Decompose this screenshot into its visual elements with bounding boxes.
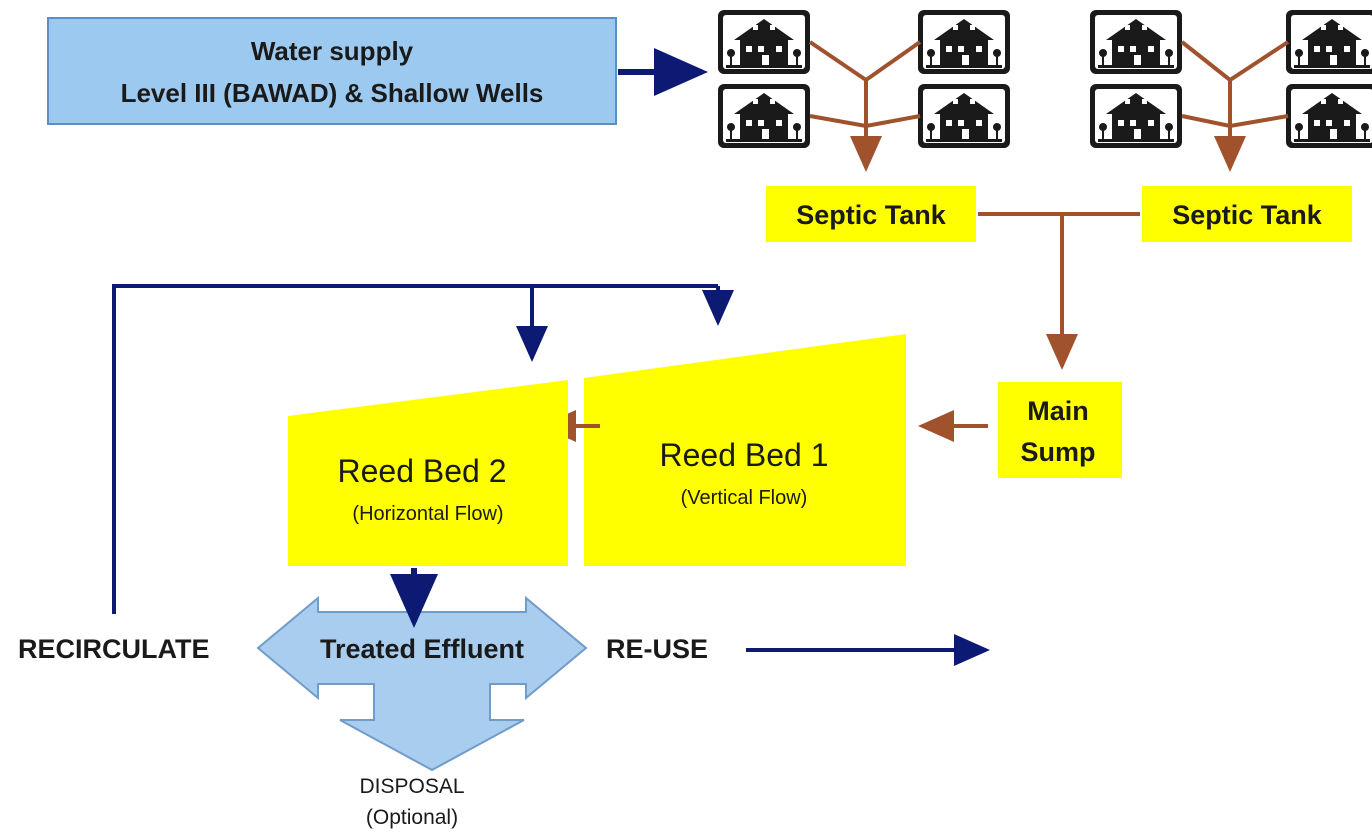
septic-tank-right — [1142, 186, 1352, 242]
main-sump-line1: Main — [1027, 396, 1089, 426]
treated-effluent-arrow — [256, 595, 588, 772]
main-sump — [998, 382, 1122, 478]
re-use-label: RE-USE — [606, 634, 708, 664]
reed-bed-2 — [288, 380, 568, 566]
water-supply-title: Water supply — [251, 36, 414, 66]
treated-effluent-label: Treated Effluent — [320, 634, 524, 664]
water-supply-subtitle: Level III (BAWAD) & Shallow Wells — [121, 78, 544, 108]
reed-bed-1-title: Reed Bed 1 — [659, 437, 828, 473]
reed-bed-1-subtitle: (Vertical Flow) — [681, 487, 808, 509]
septic-tank-right-label: Septic Tank — [1172, 200, 1323, 230]
septic-tank-left — [766, 186, 976, 242]
house-icon — [1286, 10, 1372, 74]
recirculation-line — [112, 284, 734, 614]
house-icon — [718, 10, 810, 74]
pipes-left-cluster — [808, 40, 922, 172]
house-icon — [1090, 10, 1182, 74]
reed-bed-2-title: Reed Bed 2 — [337, 453, 506, 489]
septic-to-sump-pipe — [978, 212, 1140, 370]
pipes-right-cluster — [1180, 40, 1290, 172]
house-icon — [1090, 84, 1182, 148]
disposal-optional-label: (Optional) — [366, 806, 458, 829]
disposal-label: DISPOSAL — [359, 775, 464, 798]
main-sump-line2: Sump — [1020, 437, 1095, 467]
septic-tank-left-label: Septic Tank — [796, 200, 947, 230]
house-icon — [918, 10, 1010, 74]
house-icon — [718, 84, 810, 148]
house-icon — [918, 84, 1010, 148]
house-icon — [1286, 84, 1372, 148]
reed-bed-1 — [584, 334, 906, 566]
reed-bed-2-subtitle: (Horizontal Flow) — [352, 503, 503, 525]
recirculate-label: RECIRCULATE — [18, 634, 210, 664]
water-supply-box — [47, 17, 617, 125]
